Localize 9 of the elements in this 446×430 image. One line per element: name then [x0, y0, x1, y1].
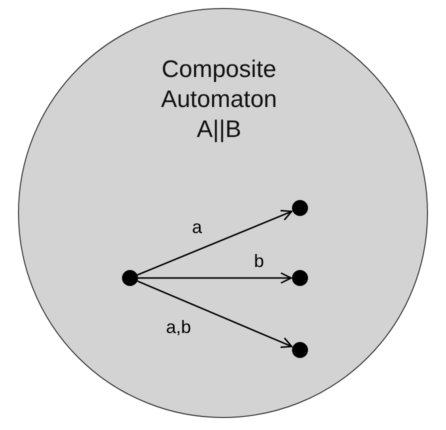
automaton-title: Composite Automaton A||B	[160, 55, 278, 145]
transition-arrow	[137, 280, 292, 348]
transition-arrow	[138, 272, 292, 284]
transition-arrow	[137, 210, 292, 276]
state-dot	[122, 270, 138, 286]
state-dot	[292, 200, 308, 216]
state-dot	[292, 342, 308, 358]
state-dot	[292, 270, 308, 286]
edge-label: a,b	[164, 317, 194, 337]
